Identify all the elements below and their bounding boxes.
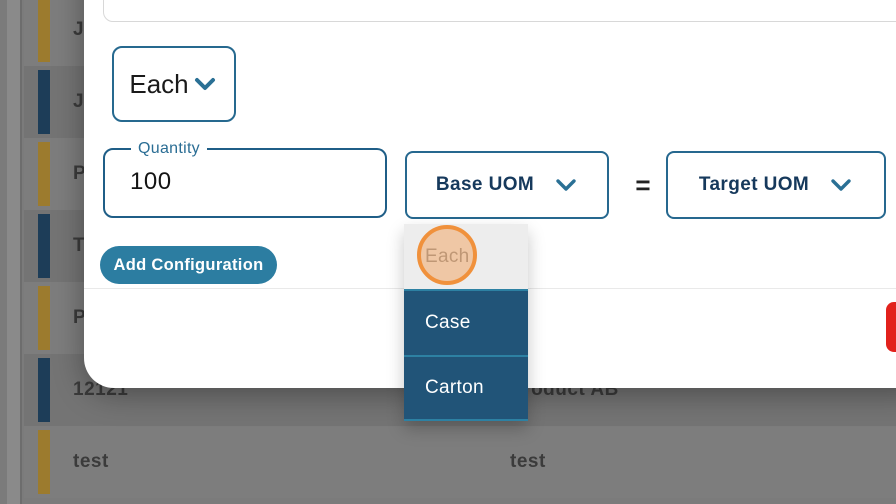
row-color-bar [38, 0, 50, 62]
row-cell-name: P [73, 307, 87, 328]
base-uom-select[interactable]: Base UOM [405, 151, 609, 219]
modal-top-panel [103, 0, 896, 22]
row-cell-name: T [73, 235, 86, 256]
dropdown-option-label: Each [425, 245, 470, 267]
row-cell-name: J [73, 19, 85, 40]
row-color-bar [38, 286, 50, 350]
base-uom-label: Base UOM [435, 174, 535, 195]
row-cell-desc: test [510, 451, 546, 472]
dropdown-option-label: Case [425, 312, 471, 333]
row-cell-name: test [73, 451, 109, 472]
target-uom-label: Target UOM [698, 174, 810, 195]
dropdown-option-case[interactable]: Case [404, 289, 528, 355]
delete-button-partial[interactable] [886, 302, 896, 352]
row-cell-name: P [73, 163, 87, 184]
quantity-value: 100 [130, 168, 172, 195]
row-color-bar [38, 430, 50, 494]
quantity-field[interactable]: Quantity 100 [103, 140, 387, 218]
dropdown-option-label: Carton [425, 377, 484, 398]
row-color-bar [38, 70, 50, 134]
table-row[interactable]: test test [24, 426, 896, 498]
chevron-down-icon [556, 179, 576, 191]
dropdown-option-each[interactable]: Each [404, 224, 528, 289]
row-color-bar [38, 358, 50, 422]
uom-select-value: Each [129, 68, 189, 99]
row-color-bar [38, 142, 50, 206]
quantity-label: Quantity [131, 140, 207, 158]
target-uom-select[interactable]: Target UOM [666, 151, 886, 219]
chevron-down-icon [831, 179, 851, 191]
row-cell-name: J [73, 91, 85, 112]
chevron-down-icon [194, 78, 215, 90]
equals-sign: = [635, 169, 651, 200]
uom-dropdown-menu: Each Case Carton [404, 224, 528, 421]
add-configuration-button[interactable]: Add Configuration [100, 246, 277, 284]
uom-select-collapsed[interactable]: Each [112, 46, 236, 122]
dropdown-option-carton[interactable]: Carton [404, 355, 528, 421]
scrollbar-track[interactable] [7, 0, 22, 504]
row-color-bar [38, 214, 50, 278]
